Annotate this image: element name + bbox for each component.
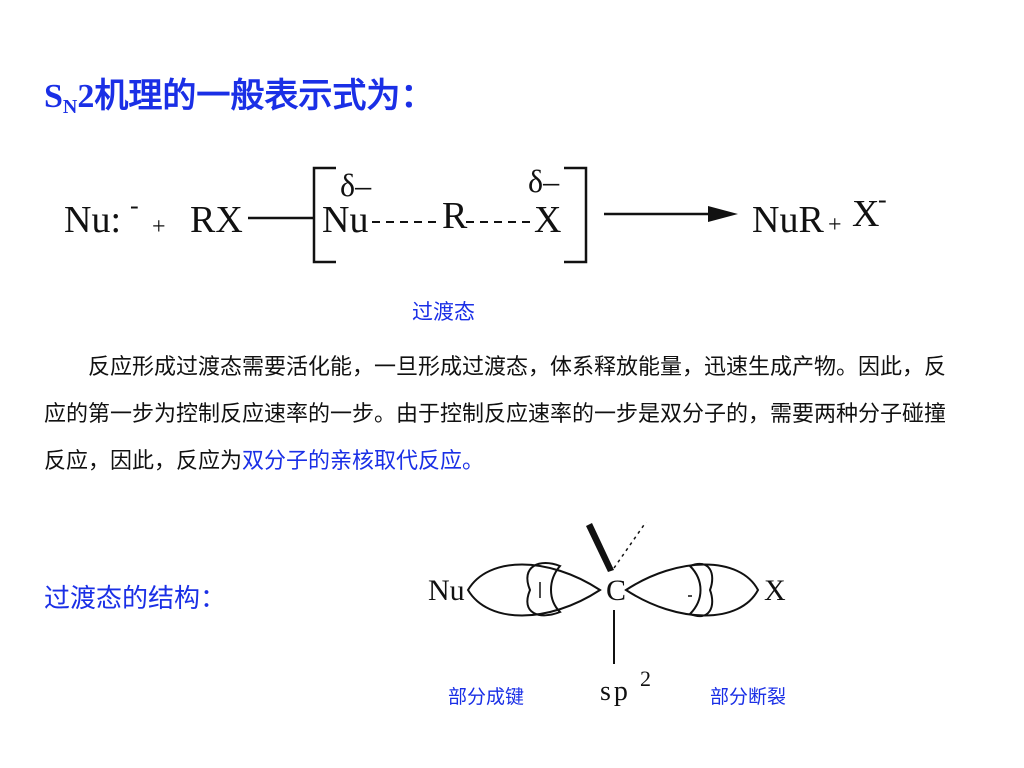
left-orbital-lobe-inner: [526, 562, 562, 617]
product-text: NuR: [752, 199, 824, 241]
partial-breaking-caption: 部分断裂: [710, 686, 787, 708]
ts-x: X: [534, 199, 561, 241]
partial-bonding-caption: 部分成键: [448, 686, 525, 708]
structure-nu: Nu: [428, 574, 465, 607]
nucleophile-charge: -: [130, 191, 139, 220]
slide-title: SN2机理的一般表示式为：: [44, 78, 435, 118]
hashed-bond: [613, 521, 647, 569]
right-bracket: [564, 166, 588, 264]
reaction-arrow-head: [708, 206, 738, 222]
plus-sign-1: +: [152, 214, 166, 240]
delta-right: δ–: [528, 163, 560, 199]
delta-left: δ–: [340, 167, 372, 203]
mechanism-diagram: Nu: - + RX δ– δ– Nu R X NuR + X -: [64, 163, 887, 264]
nucleophile-text: Nu:: [64, 199, 121, 241]
structure-x: X: [764, 574, 786, 607]
explanation-paragraph: 反应形成过渡态需要活化能，一旦形成过渡态，体系释放能量，迅速生成产物。因此，反应…: [44, 355, 947, 474]
ts-r: R: [442, 195, 468, 237]
left-orbital-lobe-outer: [466, 563, 602, 617]
structure-heading: 过渡态的结构：: [44, 584, 227, 614]
leaving-charge: -: [878, 185, 887, 214]
structure-hybrid-sup: 2: [640, 666, 651, 691]
plus-sign-2: +: [828, 212, 842, 238]
leaving-group: X: [852, 193, 879, 235]
wedge-bond: [586, 523, 614, 572]
ts-nu: Nu: [322, 199, 368, 241]
substrate-text: RX: [190, 199, 243, 241]
right-orbital-lobe-inner: [688, 563, 714, 617]
left-bracket: [312, 166, 336, 264]
structure-hybrid: sp: [600, 676, 631, 707]
right-orbital-lobe-outer: [624, 563, 760, 617]
transition-state-label: 过渡态: [412, 300, 475, 324]
structure-c: C: [606, 574, 626, 607]
